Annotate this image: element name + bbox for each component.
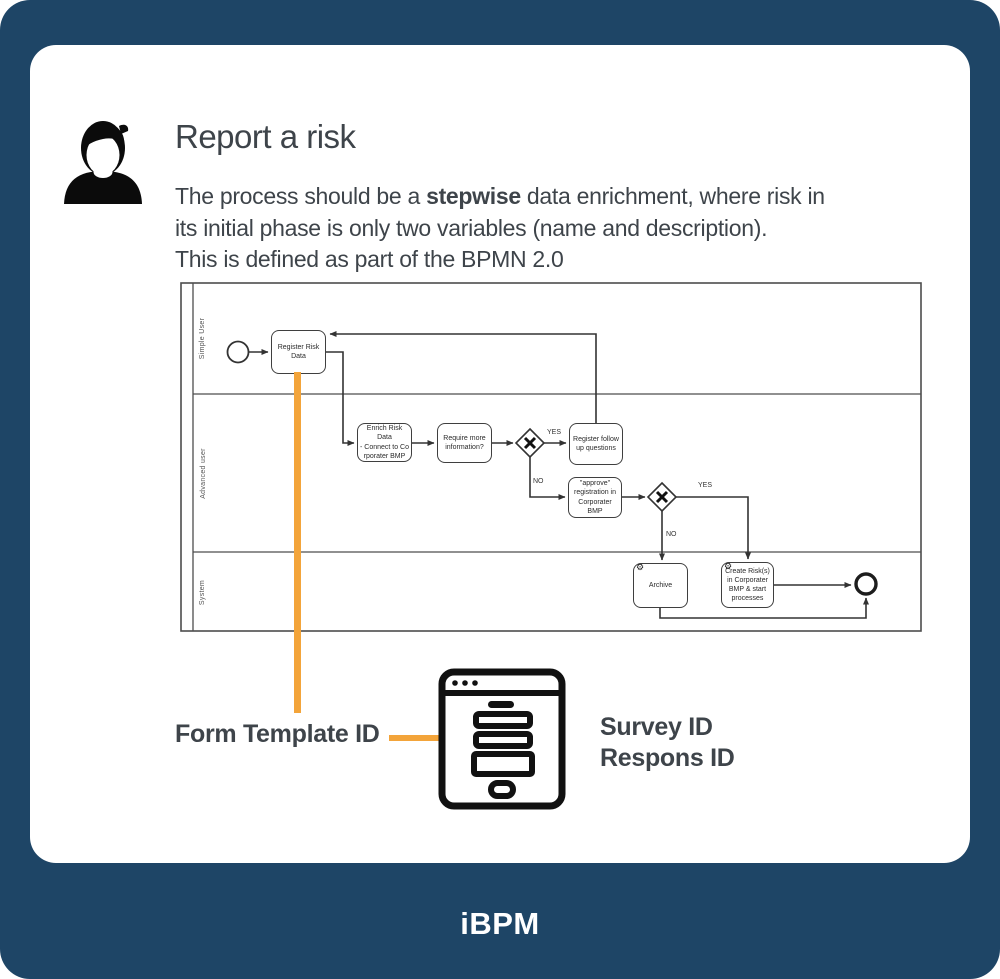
callout-line-vertical bbox=[294, 372, 301, 713]
bpmn-connectors bbox=[180, 282, 922, 632]
task-create-risks: ⚙ Create Risk(s) in Corporater BMP & sta… bbox=[721, 562, 774, 608]
ibpm-logo: iBPM bbox=[460, 906, 540, 941]
bpmn-diagram: Simple User Advanced user System Registe… bbox=[180, 282, 922, 632]
end-event bbox=[854, 572, 878, 596]
gateway-more-information bbox=[514, 427, 546, 459]
flow-label-no: NO bbox=[666, 531, 677, 538]
flow-label-yes: YES bbox=[547, 429, 562, 436]
task-register-risk-data: Register Risk Data bbox=[271, 330, 326, 374]
survey-id-line: Survey ID bbox=[600, 713, 713, 741]
task-require-more-information: Require more information? bbox=[437, 423, 492, 463]
form-window-icon bbox=[438, 668, 566, 810]
person-avatar-icon bbox=[64, 121, 142, 204]
task-approve-registration: "approve" registration in Corporater BMP bbox=[568, 477, 622, 518]
flow-label-no: NO bbox=[533, 478, 544, 485]
lane-simple-user: Simple User bbox=[199, 317, 207, 359]
service-task-gear-icon: ⚙ bbox=[636, 562, 645, 572]
callout-line-horizontal bbox=[389, 735, 439, 741]
start-event bbox=[226, 340, 250, 364]
flow-label-yes: YES bbox=[698, 482, 713, 489]
description-line-1: The process should be a stepwise data en… bbox=[175, 183, 825, 209]
gateway-approved bbox=[646, 481, 678, 513]
description-line-2: its initial phase is only two variables … bbox=[175, 214, 768, 241]
pool-border bbox=[180, 282, 922, 632]
respons-id-line: Respons ID bbox=[600, 744, 735, 772]
task-enrich-risk-data: Enrich Risk Data - Connect to Co rporate… bbox=[357, 423, 412, 462]
survey-respons-id-label: Survey ID Respons ID bbox=[600, 712, 735, 774]
lane-advanced-user: Advanced user bbox=[199, 447, 207, 499]
page-title: Report a risk bbox=[175, 118, 356, 155]
task-archive: ⚙ Archive bbox=[633, 563, 688, 608]
lane-system: System bbox=[199, 579, 207, 605]
service-task-gear-icon: ⚙ bbox=[724, 561, 733, 571]
task-register-follow-up: Register follow up questions bbox=[569, 423, 623, 465]
description-text: The process should be a stepwise data en… bbox=[175, 181, 915, 276]
form-template-id-label: Form Template ID bbox=[175, 720, 380, 748]
description-line-3: This is defined as part of the BPMN 2.0 bbox=[175, 246, 564, 272]
